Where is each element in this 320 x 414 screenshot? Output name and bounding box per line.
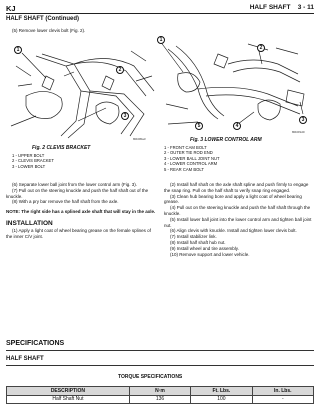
- note-text: NOTE: The right side has a splined axle …: [6, 209, 156, 215]
- section-code: KJ: [6, 4, 16, 13]
- install-step-1: (1) Apply a light coat of wheel bearing …: [6, 227, 151, 239]
- install-step-9: (9) Install wheel and tire assembly.: [170, 245, 239, 251]
- removal-step-7: (7) Pull out on the steering knuckle and…: [6, 187, 149, 199]
- fig2-legend-item: 3 - LOWER BOLT: [12, 163, 46, 169]
- divider: [6, 365, 314, 366]
- page-title-number: HALF SHAFT 3 - 11: [249, 4, 314, 11]
- removal-step-8: (8) With a pry bar remove the half shaft…: [12, 199, 119, 205]
- fig3-title: Fig. 3 LOWER CONTROL ARM: [190, 137, 262, 143]
- right-column-text: (2) Install half shaft on the axle shaft…: [164, 182, 314, 257]
- callout-4: 4: [233, 122, 241, 130]
- fig3-legend-item: 4 - LOWER CONTROL ARM: [164, 161, 218, 167]
- callout-3: 3: [121, 112, 129, 120]
- left-column-text: (6) Separate lower ball joint from the l…: [6, 182, 156, 240]
- half-shaft-subheading: HALF SHAFT: [6, 356, 44, 362]
- removal-step-6: (6) Separate lower ball joint from the l…: [12, 182, 138, 187]
- fig3-legend: 1 - FRONT CAM BOLT 2 - OUTER TIE ROD END…: [164, 145, 220, 172]
- torque-table-title: TORQUE SPECIFICATIONS: [118, 374, 183, 380]
- col-header: DESCRIPTION: [6, 386, 130, 396]
- callout-1: 1: [14, 46, 22, 54]
- table-cell: Half Shaft Nut: [6, 395, 130, 404]
- fig3-legend-item: 5 - REAR CAM BOLT: [164, 166, 204, 172]
- table-row: Half Shaft Nut 136 100 -: [6, 395, 315, 404]
- install-step-2: (2) Install half shaft on the axle shaft…: [164, 182, 309, 193]
- clevis-bracket-figure: 80b0f0a3: [10, 50, 155, 141]
- fig3-code: 80b0f1d0: [292, 130, 305, 134]
- fig2-legend-item: 1 - UPPER BOLT: [12, 153, 45, 158]
- fig2-legend-item: 2 - CLEVIS BRACKET: [12, 158, 54, 164]
- table-cell: -: [251, 395, 315, 404]
- install-step-3: (3) Clean hub bearing bore and apply a l…: [164, 193, 302, 205]
- install-step-5: (5) Install lower ball joint into the lo…: [164, 216, 312, 228]
- callout-2: 2: [116, 66, 124, 74]
- step-5-text: (5) Remove lower clevis bolt (Fig. 2).: [12, 28, 86, 33]
- torque-spec-table: DESCRIPTION N·m Ft. Lbs. In. Lbs. Half S…: [6, 386, 315, 404]
- fig3-legend-item: 1 - FRONT CAM BOLT: [164, 145, 207, 150]
- fig3-legend-item: 3 - LOWER BALL JOINT NUT: [164, 155, 220, 161]
- callout-3: 3: [299, 116, 307, 124]
- install-step-6: (6) Align clevis with knuckle. Install a…: [170, 228, 297, 234]
- table-cell: 100: [190, 395, 253, 404]
- page-header: KJ HALF SHAFT 3 - 11: [6, 4, 314, 14]
- col-header: In. Lbs.: [251, 386, 315, 396]
- install-step-7: (7) Install stabilizer link.: [170, 234, 217, 240]
- callout-1: 1: [157, 36, 165, 44]
- specifications-heading: SPECIFICATIONS: [6, 340, 65, 347]
- fig2-legend: 1 - UPPER BOLT 2 - CLEVIS BRACKET 3 - LO…: [12, 153, 54, 169]
- divider: [6, 350, 314, 351]
- table-header-row: DESCRIPTION N·m Ft. Lbs. In. Lbs.: [6, 386, 315, 396]
- fig3-legend-item: 2 - OUTER TIE ROD END: [164, 150, 213, 156]
- callout-5: 5: [195, 122, 203, 130]
- lower-control-arm-figure: 80b0f1d0: [159, 40, 305, 134]
- table-cell: 136: [128, 395, 192, 404]
- col-header: Ft. Lbs.: [190, 386, 253, 396]
- install-step-4: (4) Pull out on the steering knuckle and…: [164, 205, 311, 216]
- col-header: N·m: [128, 386, 192, 396]
- install-step-8: (8) Install half shaft hub nut.: [170, 239, 226, 245]
- fig2-code: 80b0f0a3: [133, 137, 146, 141]
- callout-2: 2: [257, 44, 265, 52]
- install-step-10: (10) Remove support and lower vehicle.: [170, 251, 250, 257]
- fig2-title: Fig. 2 CLEVIS BRACKET: [32, 145, 91, 151]
- section-subheader: HALF SHAFT (Continued): [6, 16, 79, 22]
- installation-heading: INSTALLATION: [6, 219, 53, 227]
